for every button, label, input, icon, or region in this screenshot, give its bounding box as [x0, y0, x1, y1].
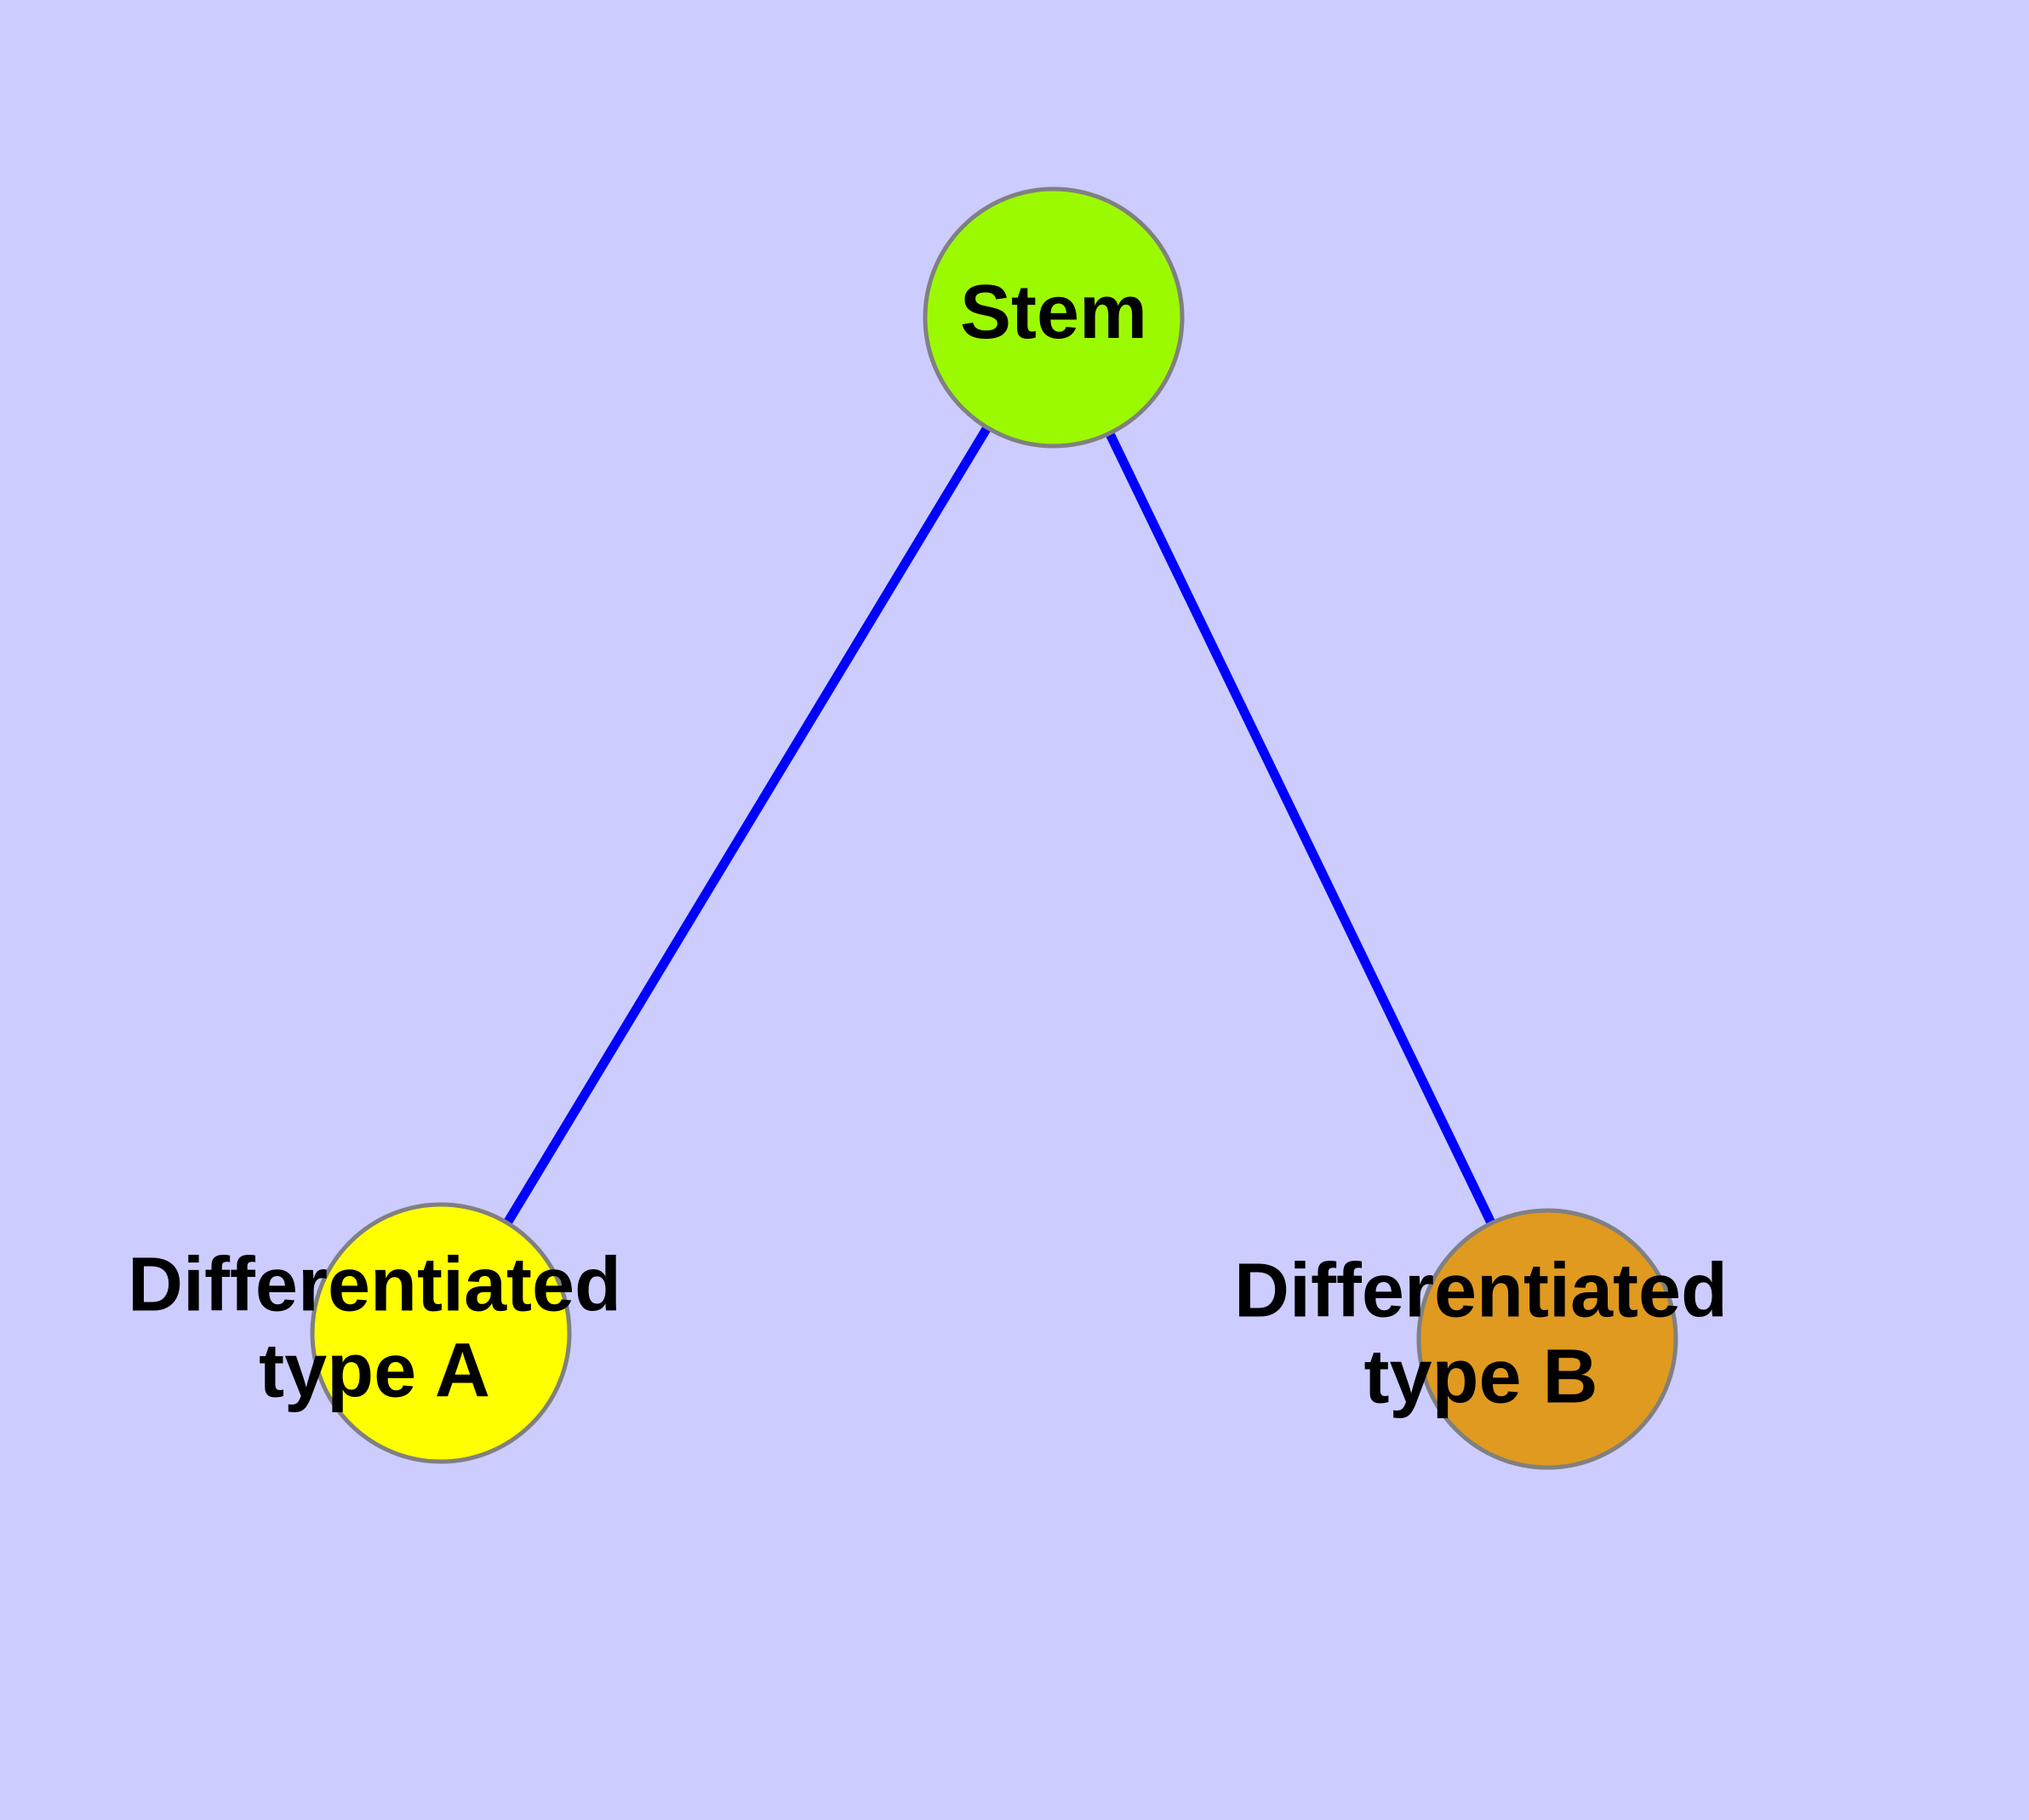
edge-layer: [503, 425, 1496, 1226]
edge-stem-to-differentiated-type-a: [503, 425, 992, 1226]
node-label-line: Stem: [960, 270, 1147, 355]
node-differentiated-type-b-circle[interactable]: [1416, 1208, 1678, 1470]
node-label-line: Differentiated: [128, 1242, 621, 1327]
node-label-line: Differentiated: [1234, 1248, 1728, 1333]
node-differentiated-type-a-circle[interactable]: [310, 1202, 572, 1464]
node-label-line: type B: [1363, 1334, 1597, 1419]
node-stem[interactable]: Stem: [923, 186, 1185, 449]
node-stem-circle[interactable]: [923, 186, 1185, 449]
node-stem-label: Stem: [960, 270, 1147, 355]
node-label-line: type A: [259, 1328, 490, 1413]
edge-stem-to-differentiated-type-b: [1105, 431, 1496, 1226]
